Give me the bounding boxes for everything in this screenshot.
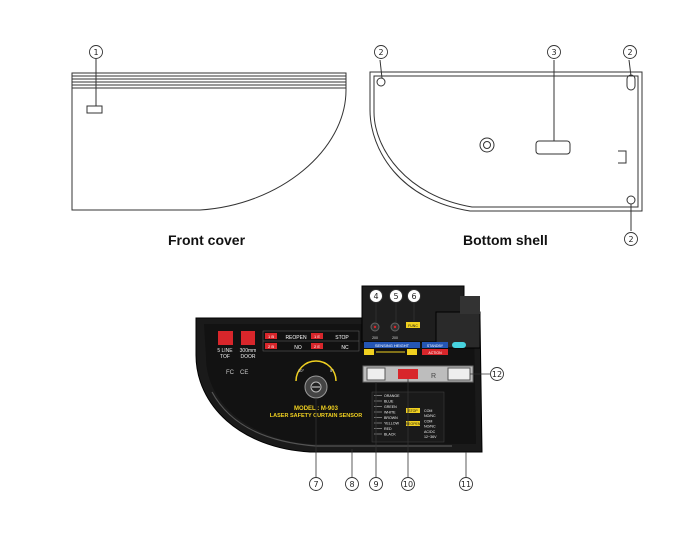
terminal-label: COM (424, 419, 432, 423)
reopen-text: REOPEN (285, 335, 307, 341)
keyhole-slot (626, 74, 636, 91)
callout-3: 3 (547, 45, 561, 59)
wire-yellow: YELLOW (384, 422, 400, 426)
stop-tag: STOP (408, 409, 418, 413)
dial-left-label: 10° (298, 368, 304, 373)
no-text: NO (294, 345, 302, 351)
svg-text:9: 9 (373, 480, 378, 489)
status-led (452, 342, 466, 348)
front-cover-slot (86, 105, 103, 114)
dip-2b: 2 B (268, 344, 274, 349)
func-label: FUNC (408, 324, 418, 328)
svg-text:12: 12 (492, 370, 502, 379)
svg-text:8: 8 (349, 480, 354, 489)
callout-8: 8 (345, 477, 359, 491)
side-notch (618, 150, 627, 164)
stop-text: STOP (335, 335, 349, 341)
fc-mark: FC (226, 370, 235, 376)
dip-1e: 1 E (314, 334, 320, 339)
wire-blue: BLUE (384, 400, 394, 404)
dip-2e: 2 E (314, 344, 320, 349)
pot-label-1: 200 (372, 336, 378, 340)
line-tof-label: 5 LINE (217, 348, 233, 354)
callout-2: 2 (374, 45, 388, 59)
callout-2: 2 (624, 232, 638, 246)
dial-right-label: 5° (330, 368, 334, 373)
line-tof-label-2: TOF (220, 354, 230, 360)
callout-4: 4 (369, 289, 383, 303)
callout-6: 6 (407, 289, 421, 303)
wire-brown: BROWN (384, 416, 398, 420)
wire-orange: ORANGE (384, 394, 400, 398)
screw-boss-inner (483, 141, 491, 149)
callout-11: 11 (459, 477, 473, 491)
mount-hole-top-left (376, 77, 386, 87)
svg-text:1: 1 (93, 48, 98, 57)
screw-boss-outer (479, 137, 495, 153)
svg-text:2: 2 (378, 48, 383, 57)
svg-text:2: 2 (628, 235, 633, 244)
dip-1b: 1 B (268, 334, 274, 339)
reopen-tag: REOPEN (406, 422, 421, 426)
callout-9: 9 (369, 477, 383, 491)
line-tof-icon (218, 331, 233, 345)
bottom-shell-caption: Bottom shell (463, 232, 548, 248)
svg-text:R: R (431, 373, 436, 380)
terminal-label: 12~36V (424, 435, 437, 439)
terminal-label: NO/NC (424, 425, 436, 429)
front-cover-drawing (71, 59, 347, 211)
terminal-label: NO/NC (424, 414, 436, 418)
svg-text:5: 5 (393, 292, 398, 301)
callout-5: 5 (389, 289, 403, 303)
svg-text:7: 7 (313, 480, 318, 489)
wire-green: GREEN (384, 405, 397, 409)
wire-white: WHITE (384, 411, 396, 415)
front-cover-caption: Front cover (168, 232, 246, 248)
dip-switch[interactable] (398, 369, 418, 379)
connector-left[interactable] (366, 367, 386, 381)
connector-right[interactable] (447, 367, 471, 381)
door-icon (241, 331, 255, 345)
svg-text:11: 11 (461, 480, 471, 489)
svg-text:4: 4 (373, 292, 378, 301)
wire-red: RED (384, 427, 392, 431)
callout-2: 2 (623, 45, 637, 59)
pot-label-2: 200 (392, 336, 398, 340)
door-label: 300mm (240, 348, 257, 354)
action-label: ACTION (428, 351, 442, 355)
sensing-height-label: SENSING HEIGHT (375, 343, 410, 348)
svg-text:3: 3 (551, 48, 556, 57)
angle-arc (295, 360, 337, 382)
terminal-label: COM (424, 409, 432, 413)
svg-text:2: 2 (627, 48, 632, 57)
cable-window (535, 140, 571, 155)
nc-text: NC (341, 345, 349, 351)
wire-black: BLACK (384, 433, 396, 437)
terminal-label: AC/DC (424, 430, 436, 434)
svg-text:6: 6 (411, 292, 416, 301)
standby-label: STANDBY (427, 344, 444, 348)
door-label-2: DOOR (241, 354, 256, 360)
svg-text:10: 10 (403, 480, 413, 489)
func-button[interactable] (406, 322, 420, 328)
callout-1: 1 (89, 45, 103, 59)
ce-mark: CE (240, 370, 248, 376)
callout-10: 10 (401, 477, 415, 491)
bottom-shell-drawing (369, 59, 643, 231)
callout-7: 7 (309, 477, 323, 491)
callout-12: 12 (490, 367, 504, 381)
